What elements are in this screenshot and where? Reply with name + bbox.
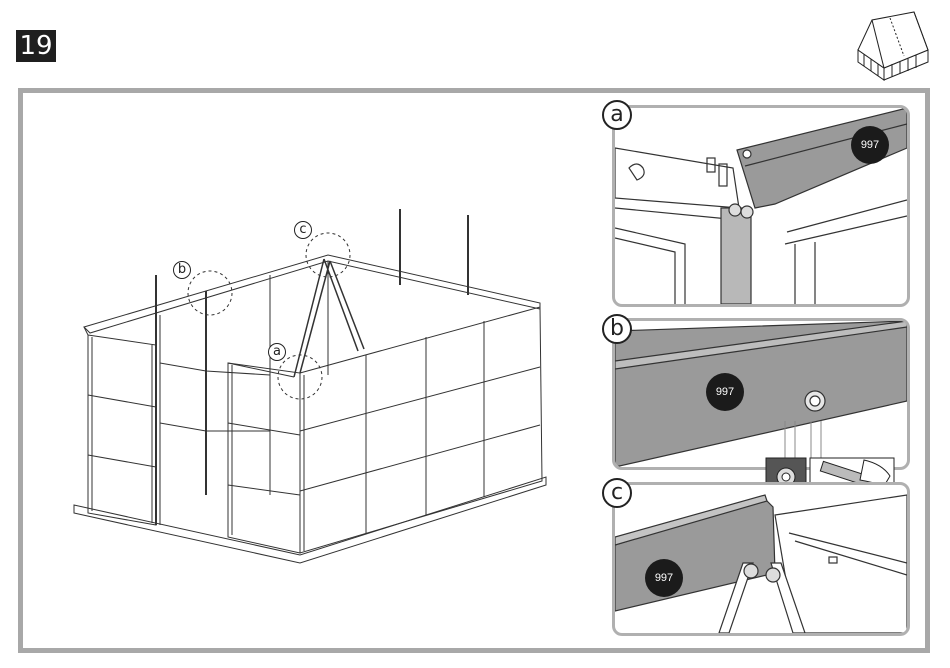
step-number: 19 (16, 30, 56, 62)
detail-panel-a: 997 (612, 105, 910, 307)
part-997-badge-c: 997 (645, 559, 683, 597)
detail-panel-c: 997 (612, 482, 910, 636)
detail-label-a: a (602, 100, 632, 130)
part-997-badge-b: 997 (706, 373, 744, 411)
part-997-badge-a: 997 (851, 126, 889, 164)
detail-label-c: c (602, 478, 632, 508)
callout-b-small: b (173, 261, 191, 279)
detail-panel-b: 997 (612, 318, 910, 470)
callout-a-small: a (268, 343, 286, 361)
greenhouse-frame-drawing (60, 195, 580, 595)
callout-c-small: c (294, 221, 312, 239)
greenhouse-thumbnail-icon (854, 10, 932, 82)
detail-label-b: b (602, 314, 632, 344)
